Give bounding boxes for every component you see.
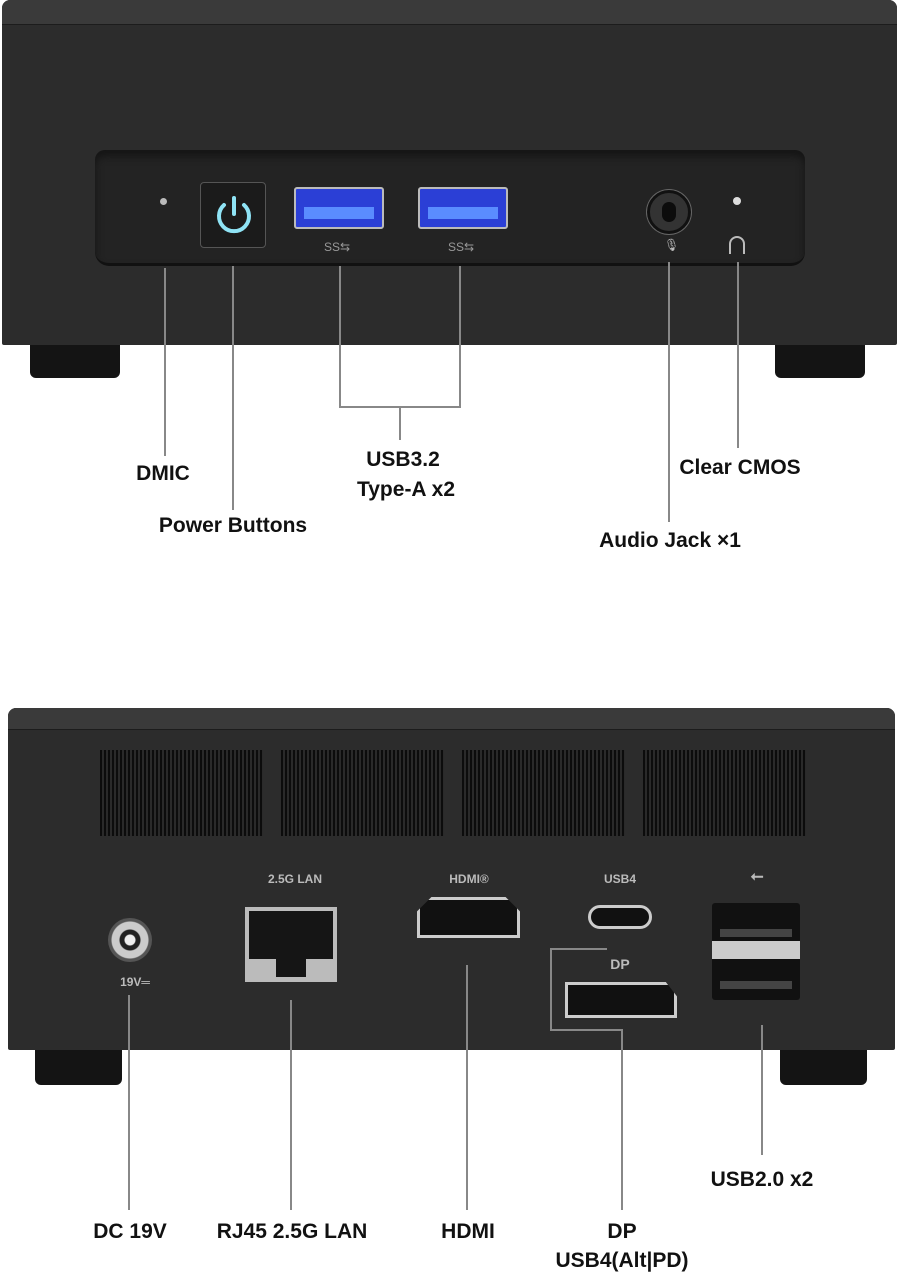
headphone-icon [729, 236, 745, 254]
power-button[interactable] [200, 182, 266, 248]
usb-leader-stem [399, 406, 401, 440]
cmos-leader [737, 262, 739, 448]
power-icon [217, 196, 251, 234]
usb3-port-1[interactable] [294, 187, 384, 229]
displayport-port[interactable] [565, 982, 677, 1018]
usb4-type-c-port[interactable] [588, 905, 652, 929]
hdmi-marking: HDMI® [449, 872, 489, 886]
usb2-port-1[interactable] [720, 929, 792, 937]
hdmi-port[interactable] [417, 897, 520, 938]
front-foot-right [775, 345, 865, 378]
dp-marking: DP [610, 956, 630, 972]
usb-leader-right [459, 266, 461, 408]
usb2-port-stack[interactable] [712, 903, 800, 1000]
usb2-label: USB2.0 x2 [710, 1168, 814, 1191]
usb2-icon: ⭠ [750, 868, 764, 885]
usb4-marking: USB4 [603, 872, 637, 886]
usb-leader-left [339, 266, 341, 408]
dmic-hole [160, 198, 167, 205]
usb3-marking-1: SS⇆ [323, 240, 351, 254]
power-leader [232, 266, 234, 510]
dp-label-line2: USB4(Alt|PD) [555, 1249, 689, 1272]
dp-leader [621, 1029, 623, 1210]
dp-bracket-left [550, 948, 552, 1031]
audio-leader [668, 262, 670, 522]
vent-1 [100, 750, 263, 836]
dp-label-line1: DP [607, 1220, 637, 1243]
lan-marking: 2.5G LAN [267, 872, 323, 886]
dc-label: DC 19V [93, 1220, 167, 1243]
microphone-icon: 🎙 [664, 238, 680, 252]
vent-2 [281, 750, 444, 836]
dp-bracket-bottom [550, 1029, 623, 1031]
lan-leader [290, 1000, 292, 1210]
hdmi-label: HDMI [441, 1220, 495, 1243]
cmos-label: Clear CMOS [679, 456, 801, 479]
power-label: Power Buttons [158, 514, 308, 537]
dc-leader [128, 995, 130, 1210]
clear-cmos-hole[interactable] [733, 197, 741, 205]
dmic-label: DMIC [136, 462, 190, 485]
rear-foot-left [35, 1050, 122, 1085]
hdmi-leader [466, 965, 468, 1210]
dmic-leader [164, 268, 166, 456]
front-foot-left [30, 345, 120, 378]
audio-label: Audio Jack ×1 [599, 529, 741, 552]
vent-4 [643, 750, 806, 836]
audio-jack[interactable] [647, 190, 691, 234]
rj45-port[interactable] [245, 907, 337, 982]
usb2-port-2[interactable] [720, 981, 792, 989]
usb3-port-2[interactable] [418, 187, 508, 229]
front-top-edge [2, 0, 897, 25]
dc-jack[interactable] [108, 918, 152, 962]
usb3-label-line1: USB3.2 [366, 448, 440, 471]
rear-top-edge [8, 708, 895, 730]
usb3-marking-2: SS⇆ [447, 240, 475, 254]
dp-bracket-top [550, 948, 607, 950]
usb2-leader [761, 1025, 763, 1155]
rear-foot-right [780, 1050, 867, 1085]
usb3-label-line2: Type-A x2 [356, 478, 456, 501]
dc-marking: 19V═ [120, 975, 150, 989]
vent-3 [462, 750, 625, 836]
lan-label: RJ45 2.5G LAN [216, 1220, 368, 1243]
